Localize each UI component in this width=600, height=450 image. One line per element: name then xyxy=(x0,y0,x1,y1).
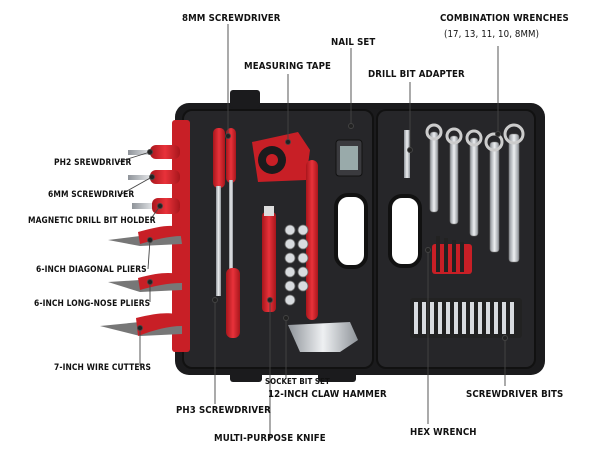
nail-set-icon xyxy=(335,139,363,177)
wrench-icon xyxy=(425,123,525,263)
label-magnetic-drill-bit-holder: MAGNETIC DRILL BIT HOLDER xyxy=(28,215,156,225)
measuring-tape-icon xyxy=(252,132,310,182)
label-socket-bit-set: SOCKET BIT SET xyxy=(265,377,330,386)
leader-lines xyxy=(117,24,508,440)
label-long-nose-pliers: 6-INCH LONG-NOSE PLIERS xyxy=(34,298,151,308)
screwdriver-icon xyxy=(128,145,180,214)
label-combination-wrenches: COMBINATION WRENCHES xyxy=(440,13,569,24)
label-screwdriver-bits: SCREWDRIVER BITS xyxy=(466,389,564,400)
screwdriver-icon xyxy=(213,128,240,338)
hammer-icon xyxy=(288,160,358,352)
label-measuring-tape: MEASURING TAPE xyxy=(244,61,332,72)
label-wire-cutters: 7-INCH WIRE CUTTERS xyxy=(54,362,152,372)
screwdriver-bit-icon xyxy=(410,298,522,338)
label-combination-wrench-sizes: (17, 13, 11, 10, 8MM) xyxy=(444,29,540,40)
label-ph2-screwdriver: PH2 SREWDRIVER xyxy=(54,157,132,167)
socket-icon xyxy=(284,224,309,306)
label-8mm-screwdriver: 8MM SCREWDRIVER xyxy=(182,13,281,24)
label-nail-set: NAIL SET xyxy=(331,37,376,48)
label-multi-purpose-knife: MULTI-PURPOSE KNIFE xyxy=(214,433,326,444)
label-claw-hammer: 12-INCH CLAW HAMMER xyxy=(268,389,387,400)
label-drill-bit-adapter: DRILL BIT ADAPTER xyxy=(368,69,465,80)
hex-key-icon xyxy=(432,236,472,274)
label-diagonal-pliers: 6-INCH DIAGONAL PLIERS xyxy=(36,264,147,274)
label-hex-wrench: HEX WRENCH xyxy=(410,427,477,438)
label-6mm-screwdriver: 6MM SCREWDRIVER xyxy=(48,189,135,199)
label-ph3-screwdriver: PH3 SCREWDRIVER xyxy=(176,405,271,416)
drill-bit-adapter-icon xyxy=(404,130,410,178)
knife-icon xyxy=(262,206,276,312)
pliers-icon xyxy=(100,225,182,336)
